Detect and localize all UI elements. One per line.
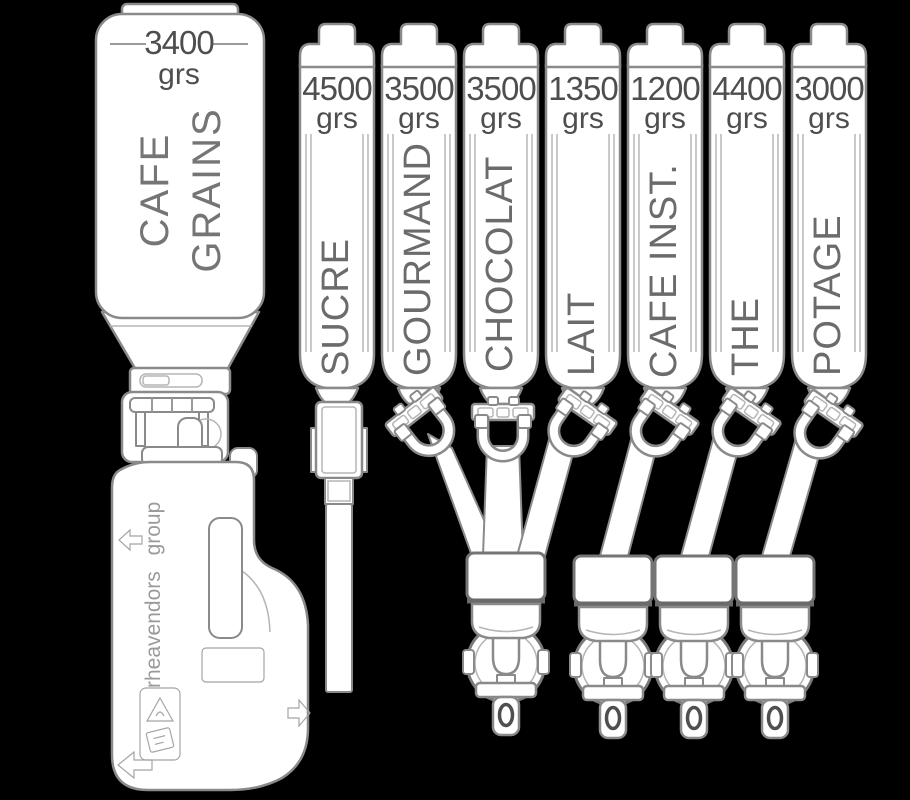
brand-text: rheavendors group: [142, 502, 165, 688]
arrow-right-icon: [287, 698, 311, 728]
svg-text:CAFE: CAFE: [133, 133, 177, 248]
canister-weight-unit: grs: [808, 102, 850, 135]
canister-label: THE: [725, 297, 767, 376]
canister-label: POTAGE: [807, 214, 849, 376]
canister-weight-unit: grs: [480, 102, 522, 135]
canister-label: SUCRE: [315, 238, 357, 376]
brew-chute-slot: [208, 517, 243, 639]
hopper-label: CAFE GRAINS: [133, 107, 229, 272]
canister-label: CAFE INST.: [643, 163, 685, 378]
canister-label: CHOCOLAT: [479, 156, 521, 372]
sugar-chute: [310, 400, 368, 693]
canister-weight: 1350: [548, 70, 618, 107]
warning-triangle-icon: [145, 696, 175, 722]
dosing-slide: [128, 366, 232, 396]
svg-text:GRAINS: GRAINS: [185, 107, 229, 272]
sticker-panel: [139, 687, 181, 761]
canister-chocolat: 3500 grs CHOCOLAT: [462, 22, 540, 406]
svg-text:rheavendors group: rheavendors group: [142, 502, 165, 688]
canister-weight: 3500: [466, 70, 536, 107]
canister-weight: 4500: [302, 70, 372, 107]
bean-hopper-body: [94, 12, 266, 320]
hopper-weight-unit: grs: [158, 58, 200, 91]
canister-weight: 3500: [384, 70, 454, 107]
canister-label: GOURMAND: [397, 142, 439, 376]
canister-weight: 1200: [630, 70, 700, 107]
canister-cafe-inst: 1200 grs CAFE INST.: [626, 22, 704, 406]
canister-weight: 3000: [794, 70, 864, 107]
canister-weight-unit: grs: [726, 102, 768, 135]
canister-weight: 4400: [712, 70, 782, 107]
canister-weight-unit: grs: [644, 102, 686, 135]
label-sticker-icon: [145, 727, 175, 753]
canister-sucre: 4500 grs SUCRE: [298, 22, 376, 406]
hopper-weight: 3400: [144, 24, 214, 61]
canister-weight-unit: grs: [398, 102, 440, 135]
grinder: [120, 390, 230, 464]
drawer-panel: [201, 647, 265, 683]
coffee-unit: 3400 grs CAFE GRAINS rheavendors g: [94, 2, 311, 792]
canister-weight-unit: grs: [562, 102, 604, 135]
canister-the: 4400 grs THE: [708, 22, 786, 406]
arrow-left-bottom-icon: [117, 750, 153, 780]
canister-gourmand: 3500 grs GOURMAND: [380, 22, 458, 406]
canister-label: LAIT: [561, 292, 603, 376]
canister-lait: 1350 grs LAIT: [544, 22, 622, 406]
canister-weight-unit: grs: [316, 102, 358, 135]
canister-potage: 3000 grs POTAGE: [790, 22, 868, 406]
arrow-left-icon: [118, 528, 143, 552]
